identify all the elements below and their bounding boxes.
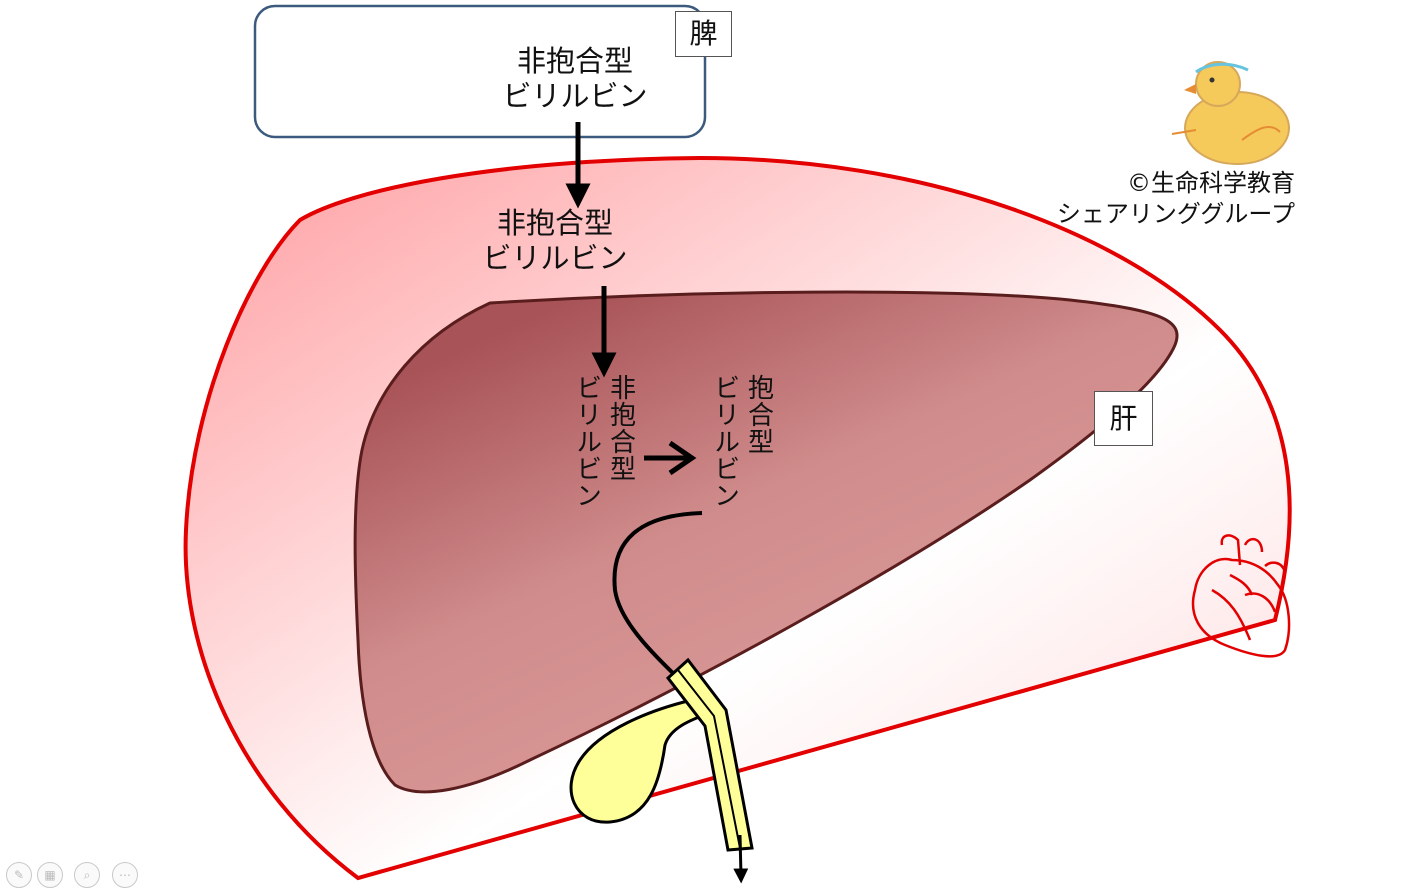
chick-icon — [1171, 61, 1290, 165]
liver-conjugated-bilirubin-line2: ビリルビン — [709, 374, 740, 509]
liver-shape — [353, 290, 1179, 794]
blood-bilirubin-line1: 非抱合型 — [496, 206, 613, 240]
conjugation-arrow — [644, 440, 697, 476]
pen-icon[interactable]: ✎ — [6, 862, 32, 888]
spleen-bilirubin-line2: ビリルビン — [502, 78, 648, 113]
slides-icon[interactable]: ▦ — [37, 862, 63, 888]
spleen-organ-label: 脾 — [675, 11, 732, 57]
credit-text: ©生命科学教育 シェアリンググループ — [1010, 168, 1295, 230]
credit-line1: ©生命科学教育 — [1127, 169, 1295, 197]
liver-organ-label: 肝 — [1094, 391, 1153, 446]
gallbladder-and-bile-duct — [569, 657, 754, 884]
spleen-bilirubin-text: 非抱合型 ビリルビン — [460, 44, 690, 114]
zoom-icon[interactable]: ⌕ — [74, 862, 100, 888]
blood-bilirubin-line2: ビリルビン — [482, 240, 628, 275]
spleen-bilirubin-line1: 非抱合型 — [516, 44, 633, 78]
bile-flow-line — [612, 511, 703, 692]
heart-icon — [1191, 534, 1291, 658]
spleen-box — [253, 4, 707, 139]
bile-outflow-arrow — [733, 834, 749, 884]
credit-line2: シェアリンググループ — [1056, 200, 1295, 229]
gallbladder — [569, 698, 716, 824]
liver-unconjugated-bilirubin-line1: 非抱合型 — [605, 374, 636, 482]
blood-bilirubin-text: 非抱合型 ビリルビン — [440, 206, 670, 276]
more-icon[interactable]: ⋯ — [112, 862, 138, 888]
liver-conjugated-bilirubin-line1: 抱合型 — [743, 374, 774, 455]
liver-unconjugated-bilirubin-line2: ビリルビン — [571, 374, 602, 509]
